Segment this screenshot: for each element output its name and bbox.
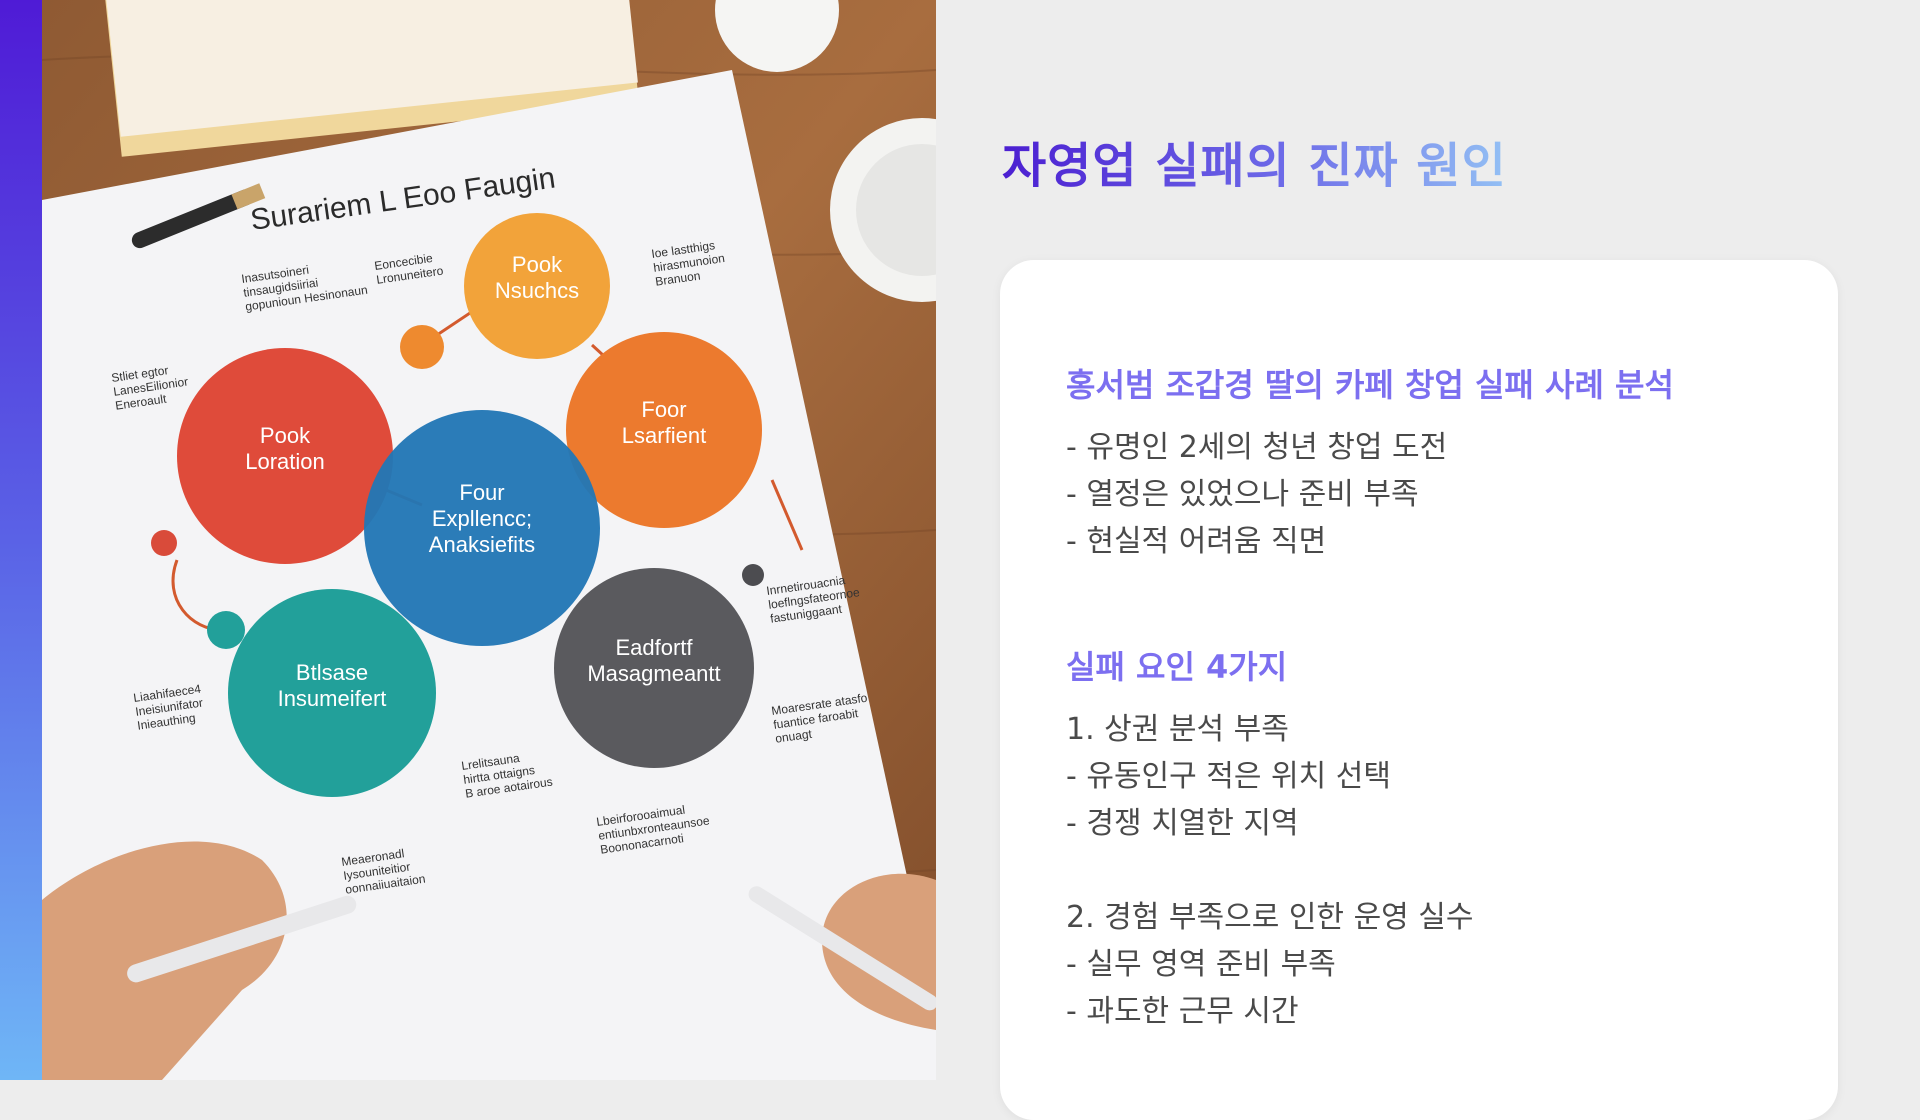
case-item: - 유명인 2세의 청년 창업 도전 [1066,430,1448,465]
factor-item: 2. 경험 부족으로 인한 운영 실수 [1066,900,1474,935]
plant-pot [715,0,839,72]
factor-item: - 과도한 근무 시간 [1066,994,1299,1029]
pen-icon [131,183,266,249]
case-item: - 현실적 어려움 직면 [1066,524,1327,559]
factor-item: - 유동인구 적은 위치 선택 [1066,759,1391,794]
failure-diagram-illustration: Surariem L Eoo Faugin [42,0,936,1080]
accent-bar [0,0,42,1080]
factor-item: - 경쟁 치열한 지역 [1066,806,1299,841]
right-hand [748,873,936,1030]
bubble-center [364,410,600,646]
slide-title: 자영업 실패의 진짜 원인 [1002,126,1507,196]
bubble-poor-experience [566,332,762,528]
case-study-title: 홍서범 조갑경 딸의 카페 창업 실패 사례 분석 [1066,366,1674,404]
bubble-management [554,568,754,768]
content-card: 홍서범 조갑경 딸의 카페 창업 실패 사례 분석 - 유명인 2세의 청년 창… [1000,260,1838,1120]
factor-item: 1. 상권 분석 부족 [1066,712,1289,747]
illustration-photo: Surariem L Eoo Faugin [42,0,936,1080]
left-hand [42,841,357,1080]
case-item: - 열정은 있었으나 준비 부족 [1066,477,1419,512]
factor-item: - 실무 영역 준비 부족 [1066,947,1336,982]
failure-factors-title: 실패 요인 4가지 [1066,648,1288,686]
annotation-text: Stliet egtorLanesEilioniorEneroault [110,361,191,413]
bubble-business [228,589,436,797]
bubble-poor-location [177,348,393,564]
bubble-poor-ns [464,213,610,359]
notebook [102,0,639,157]
